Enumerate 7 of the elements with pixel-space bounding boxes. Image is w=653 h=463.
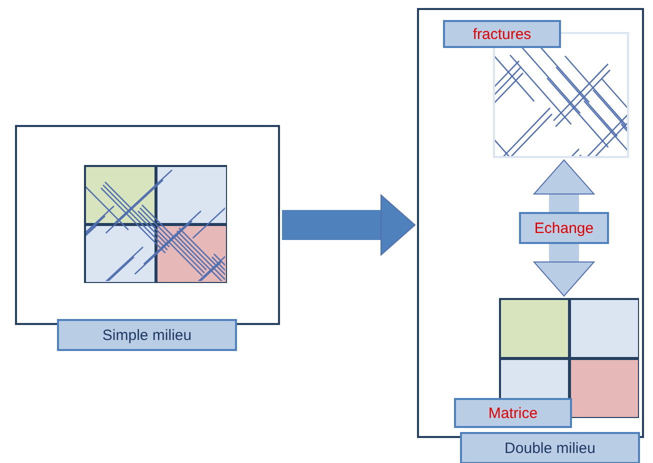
node-label: fractures <box>443 20 561 48</box>
edge-label: Echange <box>519 212 609 244</box>
node-label: Matrice <box>454 398 572 428</box>
arrow <box>282 194 416 256</box>
node-label: Double milieu <box>460 432 640 463</box>
arrow <box>534 160 594 296</box>
node-label: Simple milieu <box>57 319 237 351</box>
